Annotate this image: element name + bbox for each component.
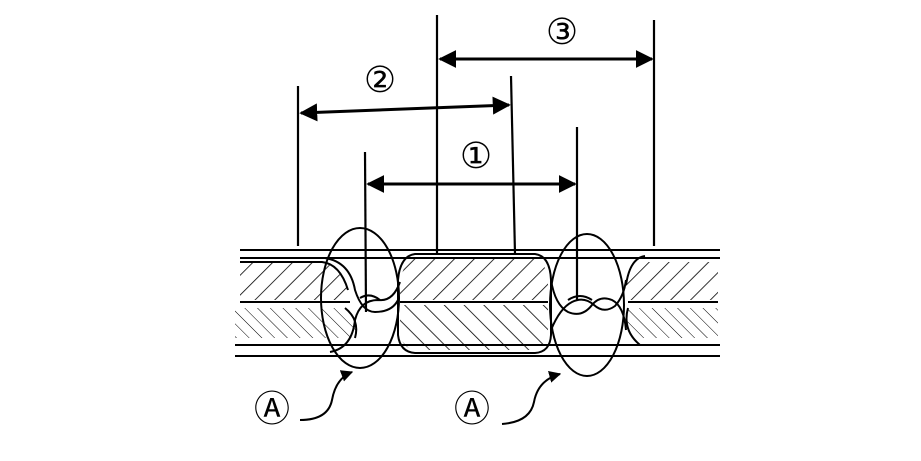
callout-arrow-left	[299, 370, 354, 421]
callout-arrow-right	[501, 371, 562, 425]
segment-middle	[397, 253, 552, 354]
ext-line-dim2-right	[509, 75, 517, 255]
interlock-left-ellipse	[320, 227, 400, 369]
interlock-right	[550, 279, 627, 331]
dimension-label-2: ②	[364, 60, 396, 101]
segment-left	[235, 261, 358, 339]
interlock-right-ellipse	[549, 233, 625, 377]
callout-label-left: Ⓐ	[254, 389, 290, 430]
dimension-label-1: ①	[460, 136, 492, 177]
extension-lines	[296, 15, 656, 313]
fabric-strip	[235, 249, 720, 357]
interlock-left	[324, 257, 401, 353]
ext-line-dim1-left	[363, 151, 368, 313]
dimension-arrow-2	[299, 96, 511, 122]
dimension-label-3: ③	[546, 12, 578, 53]
callout-label-right: Ⓐ	[454, 389, 490, 430]
segment-right	[625, 255, 718, 346]
